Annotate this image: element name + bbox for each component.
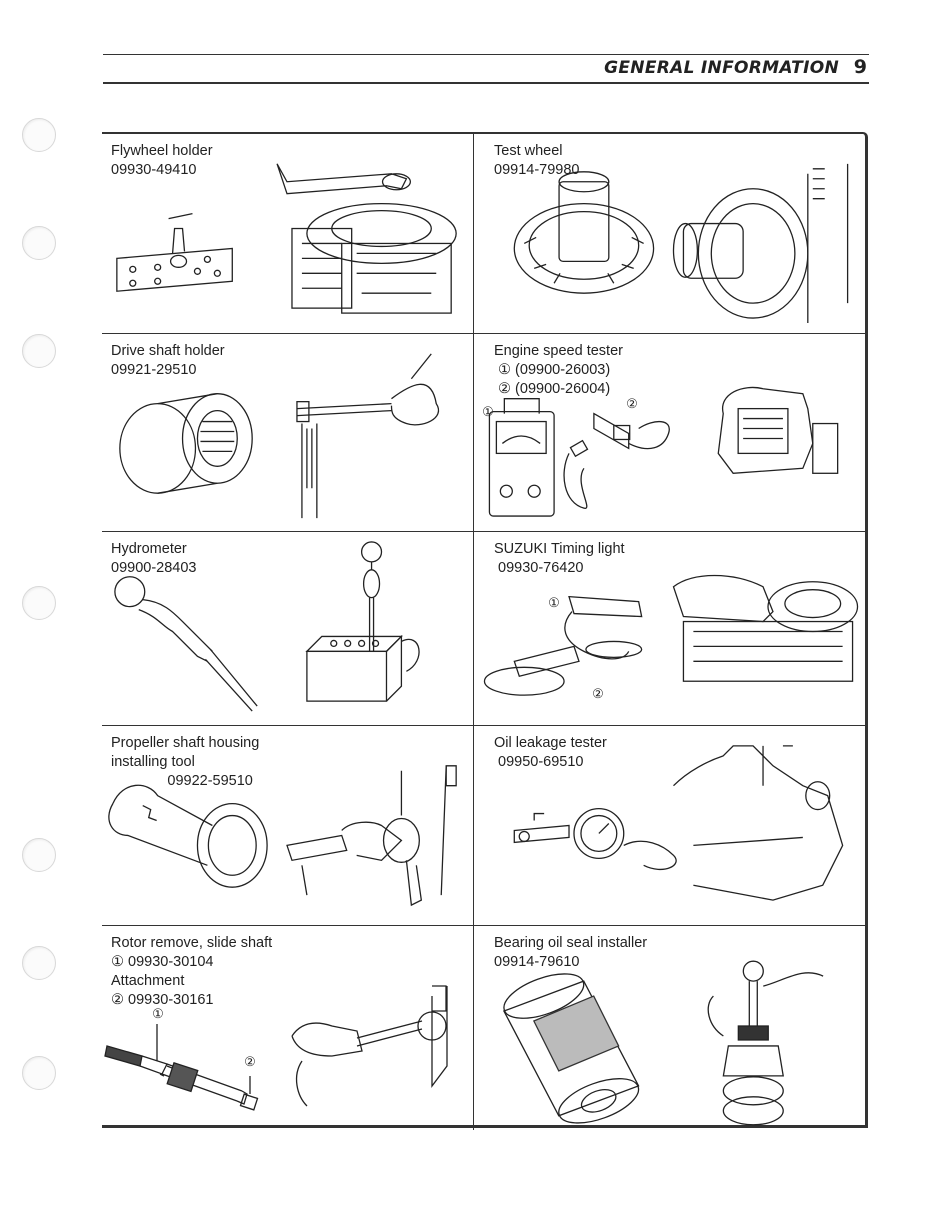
tool-cell-engine-speed-tester: Engine speed tester ① (09900-26003) ② (0… — [473, 334, 868, 532]
tool-cell-test-wheel: Test wheel 09914-79980 — [473, 134, 868, 334]
tool-name: Bearing oil seal installer — [494, 935, 648, 951]
timing-light-illustration — [474, 532, 868, 725]
tool-label: Rotor remove, slide shaft ① 09930-30104 … — [111, 934, 272, 1010]
callout-2: ② — [626, 396, 638, 411]
tool-label: Flywheel holder 09930-49410 — [111, 142, 213, 180]
tool-name: Flywheel holder — [111, 143, 213, 159]
tool-name: Test wheel — [494, 143, 563, 159]
tool-name: SUZUKI Timing light — [494, 541, 625, 557]
engine-speed-tester-illustration — [474, 334, 868, 531]
punch-hole — [22, 118, 56, 152]
tool-label: Test wheel 09914-79980 — [494, 142, 579, 180]
tool-cell-rotor-remover: Rotor remove, slide shaft ① 09930-30104 … — [102, 926, 473, 1130]
punch-hole — [22, 334, 56, 368]
callout-1: ① — [548, 595, 560, 610]
punch-hole — [22, 586, 56, 620]
tool-label: Engine speed tester ① (09900-26003) ② (0… — [494, 342, 623, 399]
tool-name: Engine speed tester — [494, 343, 623, 359]
oil-leakage-tester-illustration — [474, 726, 868, 925]
special-tools-table: Flywheel holder 09930-49410 Test wheel — [102, 132, 868, 1130]
tool-part-number-1: ① 09930-30104 — [111, 954, 214, 970]
bearing-seal-installer-illustration — [474, 926, 868, 1130]
drive-shaft-holder-illustration — [102, 334, 473, 531]
tool-part-number-2: ② 09930-30161 — [111, 992, 214, 1008]
tool-name: Drive shaft holder — [111, 343, 225, 359]
attachment-name: Attachment — [111, 973, 185, 989]
tool-cell-oil-leakage-tester: Oil leakage tester 09950-69510 — [473, 726, 868, 926]
page-number: 9 — [853, 56, 867, 78]
tool-label: Bearing oil seal installer 09914-79610 — [494, 934, 647, 972]
rotor-remover-illustration — [102, 926, 473, 1130]
tool-label: SUZUKI Timing light 09930-76420 — [494, 540, 625, 578]
callout-2: ② — [244, 1054, 256, 1069]
punch-hole — [22, 838, 56, 872]
tool-name: Oil leakage tester — [494, 735, 607, 751]
tool-cell-timing-light: SUZUKI Timing light 09930-76420 ① ② — [473, 532, 868, 726]
tool-cell-propeller-shaft-tool: Propeller shaft housing installing tool … — [102, 726, 473, 926]
callout-1: ① — [482, 404, 494, 419]
tool-part-number: 09930-49410 — [111, 162, 197, 178]
punch-hole — [22, 226, 56, 260]
punch-hole — [22, 946, 56, 980]
tool-cell-drive-shaft-holder: Drive shaft holder 09921-29510 — [102, 334, 473, 532]
header-rule-bottom — [103, 82, 869, 84]
propeller-shaft-tool-illustration — [102, 726, 473, 925]
tool-name-line-2: installing tool — [111, 754, 195, 770]
flywheel-holder-illustration — [102, 134, 473, 333]
tool-name: Rotor remove, slide shaft — [111, 935, 273, 951]
callout-1: ① — [152, 1006, 164, 1021]
tool-part-number: 09914-79610 — [494, 954, 580, 970]
tool-part-number-2: ② (09900-26004) — [494, 381, 611, 397]
tool-cell-hydrometer: Hydrometer 09900-28403 — [102, 532, 473, 726]
tool-name: Hydrometer — [111, 541, 187, 557]
tool-cell-bearing-seal-installer: Bearing oil seal installer 09914-79610 — [473, 926, 868, 1130]
tool-part-number: 09922-59510 — [111, 773, 253, 789]
tool-part-number: 09930-76420 — [494, 560, 584, 576]
hydrometer-illustration — [102, 532, 473, 725]
punch-hole — [22, 1056, 56, 1090]
tool-cell-flywheel-holder: Flywheel holder 09930-49410 — [102, 134, 473, 334]
tool-label: Oil leakage tester 09950-69510 — [494, 734, 607, 772]
tool-part-number: 09950-69510 — [494, 754, 584, 770]
tool-name-line-1: Propeller shaft housing — [111, 735, 260, 751]
tool-label: Drive shaft holder 09921-29510 — [111, 342, 225, 380]
header-rule-top — [103, 54, 869, 55]
tool-label: Hydrometer 09900-28403 — [111, 540, 196, 578]
callout-2: ② — [592, 686, 604, 701]
section-title: GENERAL INFORMATION — [604, 58, 839, 78]
tool-part-number: 09900-28403 — [111, 560, 197, 576]
tool-part-number: 09914-79980 — [494, 162, 580, 178]
tool-label: Propeller shaft housing installing tool … — [111, 734, 259, 791]
test-wheel-illustration — [474, 134, 868, 333]
tool-part-number: 09921-29510 — [111, 362, 197, 378]
tool-part-number-1: ① (09900-26003) — [494, 362, 611, 378]
